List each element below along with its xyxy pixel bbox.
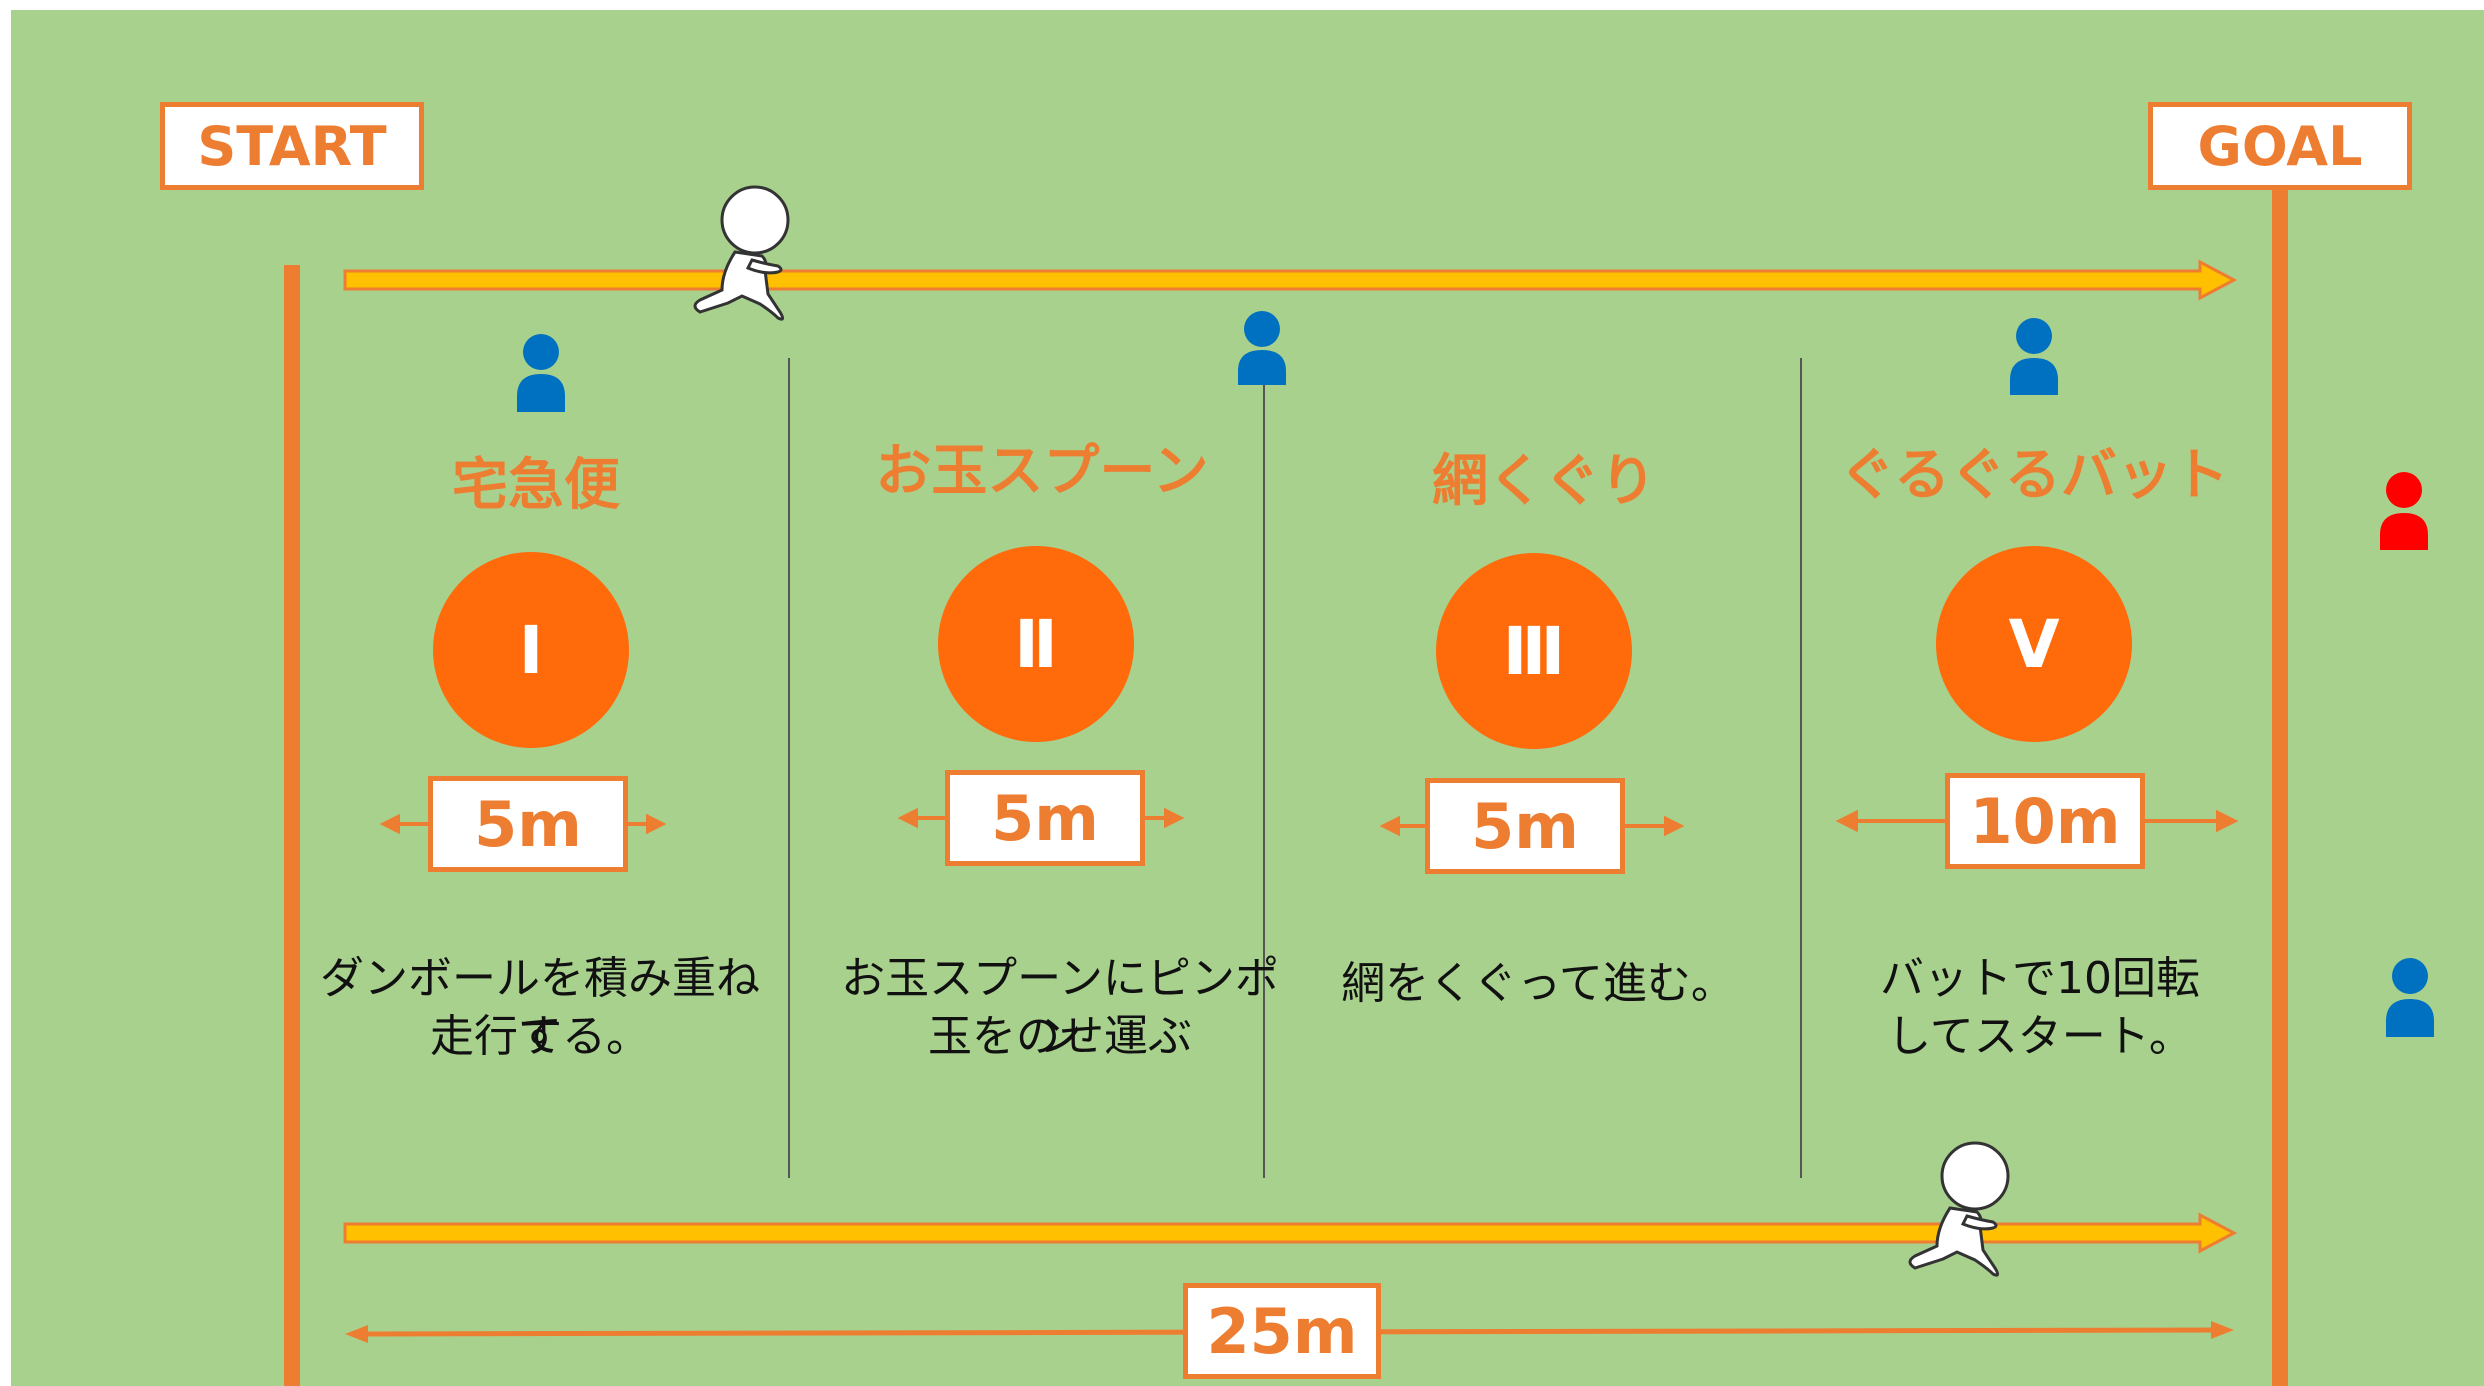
station-1-distance: 5m bbox=[428, 776, 628, 872]
station-1-desc-line1: ダンボールを積み重ねて bbox=[320, 953, 760, 1062]
top-lane-arrow bbox=[343, 259, 2238, 301]
station-2-desc-line1: お玉スプーンにピンポン bbox=[841, 953, 1279, 1062]
lane-divider-2 bbox=[1263, 385, 1265, 1178]
station-4-desc-line1: バットで10回転 bbox=[1880, 953, 2200, 1004]
station-2-distance: 5m bbox=[945, 770, 1145, 866]
total-distance-label: 25m bbox=[1183, 1283, 1381, 1379]
station-1-distance-arrow bbox=[379, 813, 667, 835]
station-1-desc-line2: 走行する。 bbox=[430, 1011, 650, 1062]
staff-person-icon-3 bbox=[2010, 318, 2058, 395]
station-3-title: 網くぐり bbox=[1432, 449, 1656, 514]
lane-divider-3 bbox=[1800, 358, 1802, 1178]
start-sign: START bbox=[160, 102, 424, 190]
station-1-circle: Ⅰ bbox=[433, 552, 629, 748]
station-3-distance-arrow bbox=[1379, 815, 1685, 837]
staff-person-icon-4 bbox=[2386, 958, 2434, 1037]
lane-divider-1 bbox=[788, 358, 790, 1178]
runner-figure-bottom bbox=[1908, 1141, 2010, 1277]
station-4-distance: 10m bbox=[1945, 773, 2145, 869]
station-3-circle: Ⅲ bbox=[1436, 553, 1632, 749]
station-2-desc-line2: 玉をのせ運ぶ bbox=[928, 1011, 1192, 1062]
station-2-circle: Ⅱ bbox=[938, 546, 1134, 742]
bottom-lane-arrow bbox=[343, 1212, 2238, 1254]
start-line bbox=[284, 265, 300, 1386]
station-4-title: ぐるぐるバット bbox=[1839, 443, 2229, 508]
station-4-desc-line2: してスタート。 bbox=[1887, 1011, 2193, 1062]
runner-figure-top bbox=[693, 185, 790, 321]
goal-line bbox=[2272, 190, 2288, 1386]
station-3-distance: 5m bbox=[1425, 778, 1625, 874]
staff-person-icon-1 bbox=[517, 334, 565, 412]
station-4-circle: Ⅴ bbox=[1936, 546, 2132, 742]
station-2-distance-arrow bbox=[897, 807, 1185, 829]
station-3-desc-line1: 網をくぐって進む。 bbox=[1341, 958, 1735, 1009]
goal-sign: GOAL bbox=[2148, 102, 2412, 190]
referee-person-icon bbox=[2380, 472, 2428, 550]
station-4-distance-arrow bbox=[1835, 809, 2239, 833]
station-1-title: 宅急便 bbox=[452, 453, 620, 518]
staff-person-icon-2 bbox=[1238, 311, 1286, 385]
station-2-title: お玉スプーン bbox=[875, 439, 1209, 504]
